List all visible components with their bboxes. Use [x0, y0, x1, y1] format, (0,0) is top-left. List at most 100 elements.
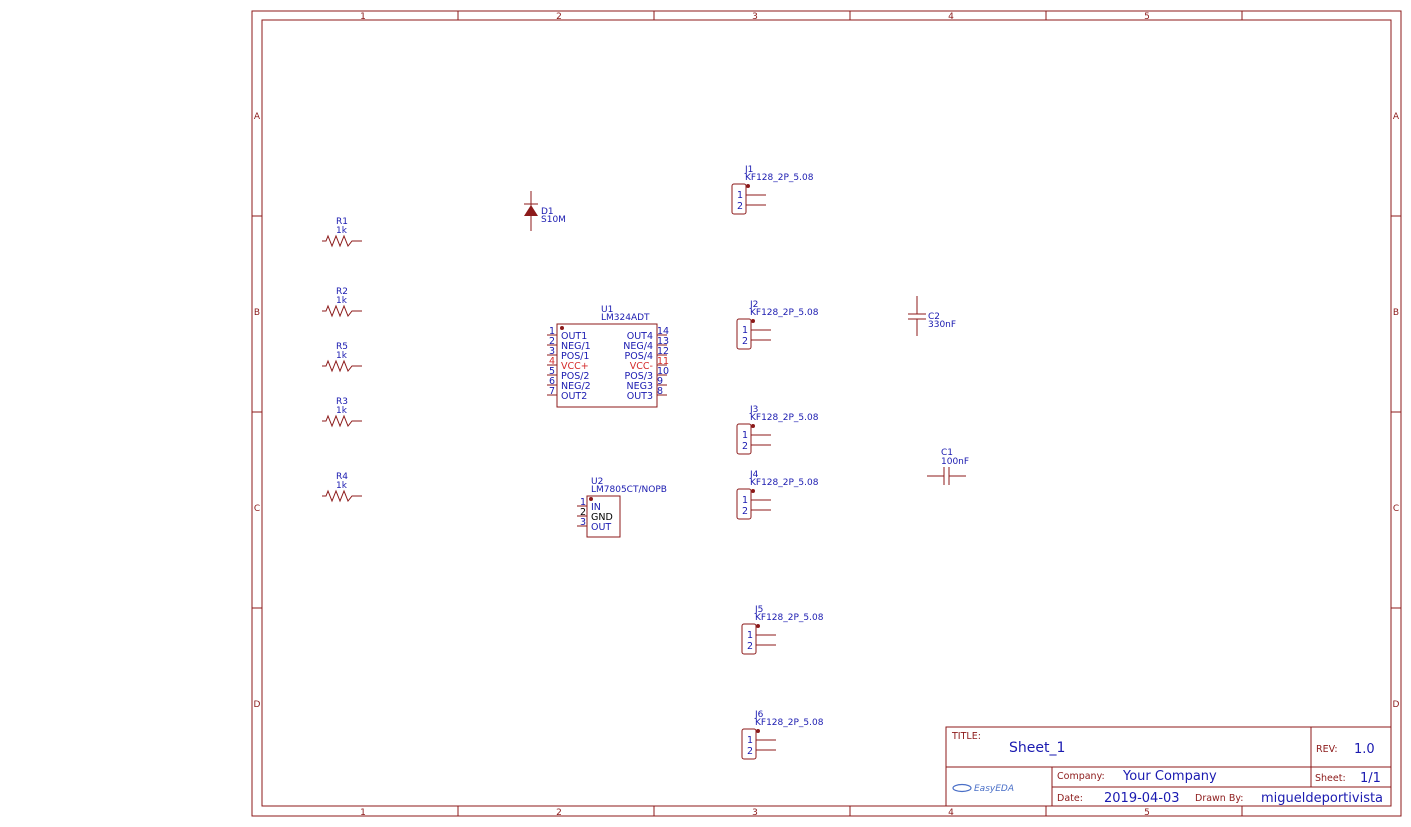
pin-number: 6: [549, 376, 555, 387]
capacitor-value: 100nF: [941, 457, 969, 467]
pin-name: POS/1: [561, 351, 589, 362]
row-label-b-right: B: [1393, 308, 1399, 318]
ic-ref: U2: [591, 477, 603, 487]
pin1-marker: [751, 489, 755, 493]
pin-number: 1: [742, 430, 748, 441]
pin-name: POS/4: [625, 351, 653, 362]
ic-value: LM7805CT/NOPB: [591, 485, 667, 495]
connector-value: KF128_2P_5.08: [745, 173, 814, 183]
capacitor-c2[interactable]: C2 330nF: [908, 296, 956, 336]
col-label-3: 3: [752, 12, 758, 22]
drawn-by-label: Drawn By:: [1195, 793, 1244, 804]
pin-name: OUT3: [627, 391, 653, 402]
resistor-r5[interactable]: R5 1k: [322, 342, 362, 373]
title-block: TITLE: Sheet_1 REV: 1.0 Company: Your Co…: [945, 726, 1392, 807]
pin-number: 12: [657, 346, 669, 357]
resistor-symbol: [322, 489, 362, 503]
resistor-r3[interactable]: R3 1k: [322, 397, 362, 428]
capacitor-ref: C1: [941, 448, 953, 458]
pin-number: 14: [657, 326, 669, 337]
diode-d1[interactable]: D1 S10M: [524, 191, 566, 231]
capacitor-c1[interactable]: C1 100nF: [927, 448, 969, 485]
col-label-5-bottom: 5: [1144, 808, 1150, 818]
connector-ref: J6: [754, 710, 764, 720]
date-value: 2019-04-03: [1104, 791, 1180, 806]
connector-body: [736, 488, 752, 520]
connector-body: [741, 728, 757, 760]
pin-name: GND: [591, 512, 613, 523]
row-label-b: B: [254, 308, 260, 318]
pin-number: 1: [747, 735, 753, 746]
pin-number: 13: [657, 336, 669, 347]
pin-name: POS/3: [625, 371, 653, 382]
connector-ref: J2: [749, 300, 758, 310]
resistor-r2[interactable]: R2 1k: [322, 287, 362, 318]
connector-body: [741, 623, 757, 655]
row-label-a: A: [254, 112, 261, 122]
pin-number: 2: [580, 507, 586, 518]
resistor-r4[interactable]: R4 1k: [322, 472, 362, 503]
pin-number: 3: [549, 346, 555, 357]
resistor-value: 1k: [336, 481, 348, 491]
col-label-4-bottom: 4: [948, 808, 954, 818]
pin-number: 2: [549, 336, 555, 347]
pin1-marker: [751, 319, 755, 323]
pin-name: NEG/2: [561, 381, 591, 392]
connector-body: [731, 183, 747, 215]
ic-ref: U1: [601, 305, 613, 315]
col-label-2-bottom: 2: [556, 808, 562, 818]
col-label-3-bottom: 3: [752, 808, 758, 818]
resistor-value: 1k: [336, 351, 348, 361]
pin-number: 7: [549, 386, 555, 397]
col-label-4: 4: [948, 12, 954, 22]
resistor-r1[interactable]: R1 1k: [322, 217, 362, 248]
connector-value: KF128_2P_5.08: [755, 613, 824, 623]
connector-value: KF128_2P_5.08: [750, 478, 819, 488]
col-label-2: 2: [556, 12, 562, 22]
pin-number: 2: [737, 201, 743, 212]
pin1-marker: [746, 184, 750, 188]
rev-label: REV:: [1316, 744, 1338, 755]
col-label-1-bottom: 1: [360, 808, 366, 818]
pin-number: 2: [742, 336, 748, 347]
resistor-ref: R3: [336, 397, 348, 407]
pin-name: NEG3: [626, 381, 653, 392]
col-label-1: 1: [360, 12, 366, 22]
resistor-ref: R1: [336, 217, 348, 227]
pin-number: 3: [580, 517, 586, 528]
pin1-marker: [756, 729, 760, 733]
resistor-symbol: [322, 234, 362, 248]
pin-number: 1: [747, 630, 753, 641]
resistor-ref: R2: [336, 287, 348, 297]
pin-number: 11: [657, 356, 669, 367]
resistor-ref: R5: [336, 342, 348, 352]
connector-body: [736, 423, 752, 455]
pin-name: OUT2: [561, 391, 587, 402]
connector-ref: J1: [744, 165, 753, 175]
resistor-value: 1k: [336, 406, 348, 416]
ic-u2[interactable]: U2 LM7805CT/NOPB 1 2 3 IN GND OUT: [577, 477, 667, 538]
pin-name: OUT4: [627, 331, 653, 342]
connector-value: KF128_2P_5.08: [750, 308, 819, 318]
pin-name: VCC+: [561, 361, 589, 372]
connector-ref: J3: [749, 405, 758, 415]
resistor-symbol: [322, 414, 362, 428]
resistor-value: 1k: [336, 296, 348, 306]
row-label-c: C: [254, 504, 260, 514]
col-label-5: 5: [1144, 12, 1150, 22]
resistor-ref: R4: [336, 472, 348, 482]
resistor-symbol: [322, 304, 362, 318]
pin-number: 1: [549, 326, 555, 337]
pin1-marker: [756, 624, 760, 628]
pin-number: 9: [657, 376, 663, 387]
pin-name: VCC-: [630, 361, 653, 372]
pin-name: POS/2: [561, 371, 589, 382]
